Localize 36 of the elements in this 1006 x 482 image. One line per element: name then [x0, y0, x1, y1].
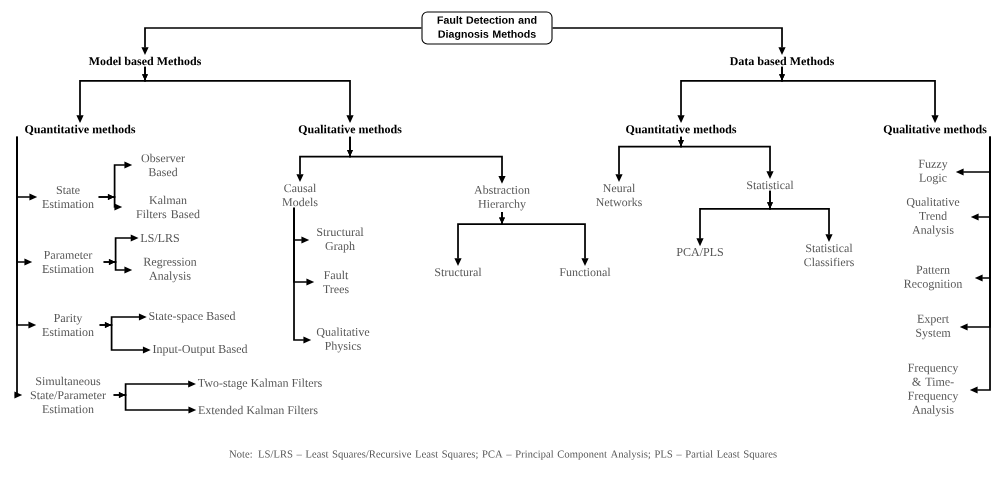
method-label: Structural Graph — [317, 227, 364, 253]
method-label: Parameter Estimation — [42, 251, 94, 273]
method-label: Fault Trees — [323, 270, 349, 294]
method-label: State-space Based — [149, 311, 236, 323]
method-label: Statistical — [747, 180, 794, 190]
method-label: Regression Analysis — [143, 257, 197, 283]
method-label: Kalman Filters Based — [136, 195, 200, 219]
method-label: Two-stage Kalman Filters — [198, 378, 322, 390]
method-label: Neural Networks — [596, 183, 642, 207]
method-label: Abstraction Hierarchy — [474, 185, 530, 211]
method-label: Causal Models — [282, 183, 318, 207]
root-box: Fault Detection and Diagnosis Methods — [421, 11, 553, 45]
method-label: Observer Based — [141, 153, 185, 177]
method-label: Frequency & Time-Frequency Analysis — [908, 363, 959, 417]
category-heading: Qualitative methods — [298, 124, 402, 136]
method-label: Extended Kalman Filters — [198, 405, 318, 415]
method-label: PCA/PLS — [676, 247, 723, 257]
category-heading: Quantitative methods — [25, 124, 136, 136]
method-label: Parity Estimation — [42, 313, 94, 337]
method-label: LS/LRS — [140, 233, 179, 243]
method-label: Structural — [435, 267, 482, 277]
category-heading: Model based Methods — [88, 56, 202, 66]
method-label: Simultaneous State/Parameter Estimation — [30, 376, 106, 414]
method-label: Pattern Recognition — [904, 265, 963, 291]
category-heading: Quantitative methods — [626, 124, 737, 136]
method-label: Input-Output Based — [152, 344, 248, 356]
method-label: Qualitative Physics — [316, 327, 370, 353]
note-text: Note: LS/LRS – Least Squares/Recursive Least Squares; PCA – Principal Component Analysis; PLS – Partial Least Squares — [229, 450, 777, 460]
method-label: Statistical Classifiers — [804, 243, 854, 267]
method-label: Fuzzy Logic — [918, 159, 948, 185]
method-label: Qualitative Trend Analysis — [906, 197, 960, 237]
method-label: State Estimation — [42, 185, 94, 209]
category-heading: Data based Methods — [729, 56, 835, 66]
category-heading: Qualitative methods — [883, 124, 987, 136]
method-label: Functional — [559, 267, 611, 277]
method-label: Expert System — [916, 314, 951, 340]
